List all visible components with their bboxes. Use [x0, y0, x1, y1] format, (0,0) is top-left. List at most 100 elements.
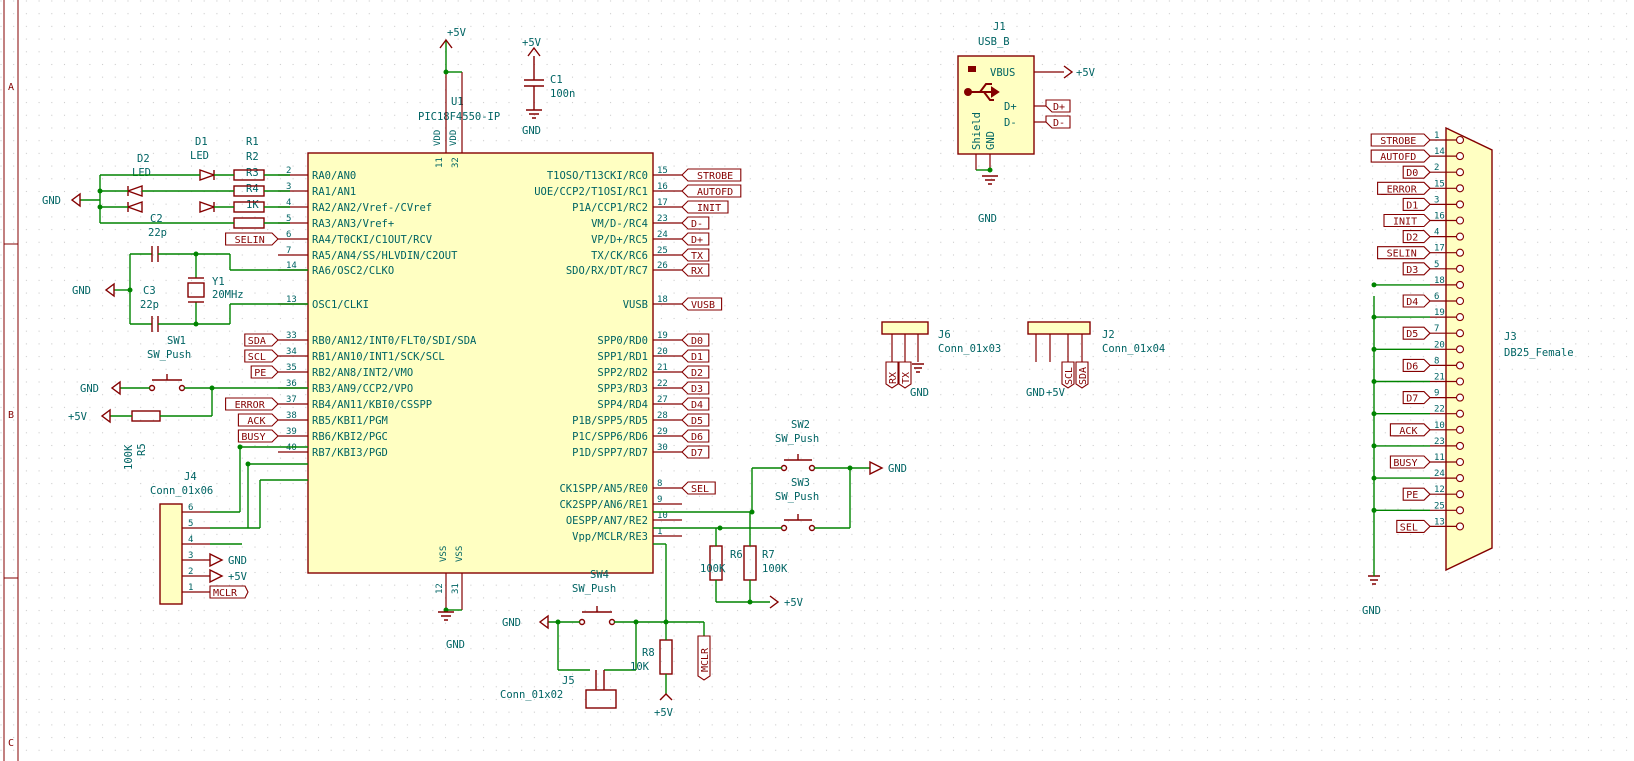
j4-ref: J4 — [184, 471, 197, 483]
mcu-left-net-label-box — [225, 232, 279, 246]
j1-dp-net: D+ — [1053, 102, 1065, 113]
j6-label-tx: TX — [901, 372, 912, 384]
mcu-right-pin-name: TX/CK/RC6 — [591, 250, 648, 262]
mcu-right-pin-num: 1 — [657, 527, 662, 537]
sw-gnd-label: GND — [888, 463, 907, 475]
mcu-left-pin-name: RB0/AN12/INT0/FLT0/SDI/SDA — [312, 335, 477, 347]
db25-pin-contact — [1455, 168, 1465, 177]
sw4-ref: SW4 — [590, 569, 609, 581]
c2-value: 22p — [148, 227, 167, 239]
mcu-left-pin-num: 39 — [286, 427, 297, 437]
mcu-right-pin-name: SPP2/RD2 — [597, 367, 648, 379]
frame-row-a: A — [8, 82, 14, 93]
db25-pin-contact — [1455, 457, 1465, 467]
db25-pin-contact — [1455, 248, 1465, 257]
db25-net-label-box — [1402, 326, 1431, 340]
db25-pin-num: 18 — [1434, 276, 1445, 286]
j2-label-scl: SCL — [1064, 367, 1075, 385]
mcu-right-net-label-box — [681, 365, 710, 379]
db25-pin-num: 15 — [1434, 179, 1445, 189]
db25-pin-contact — [1455, 409, 1465, 418]
mcu-left-pin-num: 2 — [286, 166, 291, 176]
mcu-right-pin-num: 23 — [657, 214, 668, 224]
mcu-bottom-pin-num-0: 12 — [435, 583, 445, 594]
mcu-top-pin-name-1: VDD — [449, 130, 459, 146]
switches-sw2-sw3[interactable]: SW2 SW_Push SW3 SW_Push GND +5V R6 — [653, 419, 907, 609]
mcu-top-pin-num-1: 32 — [451, 157, 461, 168]
mcu-right-pin-num: 20 — [657, 347, 668, 357]
db25-net-label-box — [1377, 181, 1431, 195]
mcu-left-pin-num: 4 — [286, 198, 291, 208]
db25-pin-contact — [1455, 135, 1465, 145]
mcu-right-pin-num: 27 — [657, 395, 668, 405]
db25-pin-num: 2 — [1434, 163, 1439, 173]
mcu-right-net-label: D5 — [691, 416, 703, 427]
r6-value: 100K — [700, 563, 726, 575]
mcu-right-pin-num: 28 — [657, 411, 668, 421]
j6-value: Conn_01x03 — [938, 343, 1001, 355]
db25-pin-num: 5 — [1434, 260, 1439, 270]
led-resistor-cluster[interactable]: D1 LED D2 LED R1 R2 R3 R4 1K — [42, 136, 308, 332]
y1-ref: Y1 — [212, 276, 225, 288]
mcu-right-net-label: D- — [691, 219, 703, 230]
switch-sw1-reset[interactable]: SW1 SW_Push GND +5V R5 100K — [68, 335, 308, 470]
j4-pin-num: 2 — [188, 567, 193, 577]
db25-net-label-box — [1383, 213, 1431, 228]
mcu-top-pin-num-0: 11 — [435, 157, 445, 168]
mcu-left-net-label: PE — [254, 368, 266, 379]
db25-pins: 1_STROBE14_AUTOFD2D015_ERROR3D116_INIT4D… — [1370, 131, 1465, 533]
capacitor-c1[interactable]: +5V C1 100n GND — [522, 37, 575, 137]
mcu-left-net-label-box — [250, 365, 279, 379]
mcu-right-net-label: SEL — [691, 484, 709, 495]
sw4-value: SW_Push — [572, 583, 616, 595]
db25-net-label: _SELIN — [1381, 249, 1417, 260]
j4-pin-num: 4 — [188, 535, 193, 545]
sw3-ref: SW3 — [791, 477, 810, 489]
mcu-right-net-label: RX — [691, 266, 703, 277]
mcu-left-pin-num: 5 — [286, 214, 291, 224]
db25-pin-contact — [1455, 216, 1465, 225]
mcu-right-pin-num: 19 — [657, 331, 668, 341]
connector-j2-i2c[interactable]: J2 Conn_01x04 GND +5V SCL SDA — [1026, 321, 1165, 399]
j1-shield-label: Shield — [971, 112, 983, 150]
j4-pin-num: 1 — [188, 583, 193, 593]
mcu-right-pin-num: 16 — [657, 182, 668, 192]
usb-icon — [964, 66, 1000, 101]
db25-gnd-junction — [1371, 282, 1377, 288]
d1-ref: D1 — [195, 136, 208, 148]
mcu-u1[interactable]: +5V U1 PIC18F4550-IP RA0/AN02RA1/AN13RA2… — [278, 27, 682, 651]
r8-power-label: +5V — [654, 707, 674, 719]
mcu-right-net-label-box — [681, 263, 710, 277]
j5-value: Conn_01x02 — [500, 689, 563, 701]
connector-j6-serial[interactable]: J6 Conn_01x03 RX TX GND — [881, 321, 1001, 399]
sw4-gnd-label: GND — [502, 617, 521, 629]
mcu-right-net-label: D0 — [691, 336, 703, 347]
mcu-left-net-label-box — [225, 397, 279, 411]
db25-pin-num: 22 — [1434, 405, 1445, 415]
mcu-right-net-label-box — [681, 200, 729, 214]
connector-j1-usb[interactable]: J1 USB_B VBUS D+ D- Shield GND GND +5V D… — [957, 21, 1096, 225]
mcu-right-net-label: D+ — [691, 235, 703, 246]
mcu-bottom-pin-name-0: VSS — [439, 546, 449, 562]
j4-pin-num: 3 — [188, 551, 193, 561]
r3-ref: R3 — [246, 167, 259, 179]
r8-value: 10K — [630, 661, 650, 673]
mcu-right-pin-num: 29 — [657, 427, 668, 437]
db25-pin-num: 11 — [1434, 453, 1445, 463]
r1-ref: R1 — [246, 136, 259, 148]
mcu-right-pin-name: T1OSO/T13CKI/RC0 — [547, 170, 648, 182]
db25-net-label-box — [1402, 358, 1431, 372]
db25-pin-contact — [1455, 474, 1465, 483]
mcu-right-pin-name: OESPP/AN7/RE2 — [566, 515, 648, 527]
db25-net-label-box — [1402, 294, 1431, 308]
db25-net-label: SEL — [1400, 522, 1418, 533]
switch-sw4-reset-circuit[interactable]: SW4 SW_Push GND J5 Conn_01x02 +5V R8 10K… — [500, 543, 711, 719]
r5-ref: R5 — [136, 443, 148, 456]
mcu-left-pin-name: RB4/AN11/KBI0/CSSPP — [312, 399, 432, 411]
connector-j3-db25[interactable]: 1_STROBE14_AUTOFD2D015_ERROR3D116_INIT4D… — [1362, 126, 1574, 617]
db25-pin-num: 17 — [1434, 244, 1445, 254]
mcu-right-pin-name: P1C/SPP6/RD6 — [572, 431, 648, 443]
mcu-right-pin-num: 24 — [657, 230, 668, 240]
